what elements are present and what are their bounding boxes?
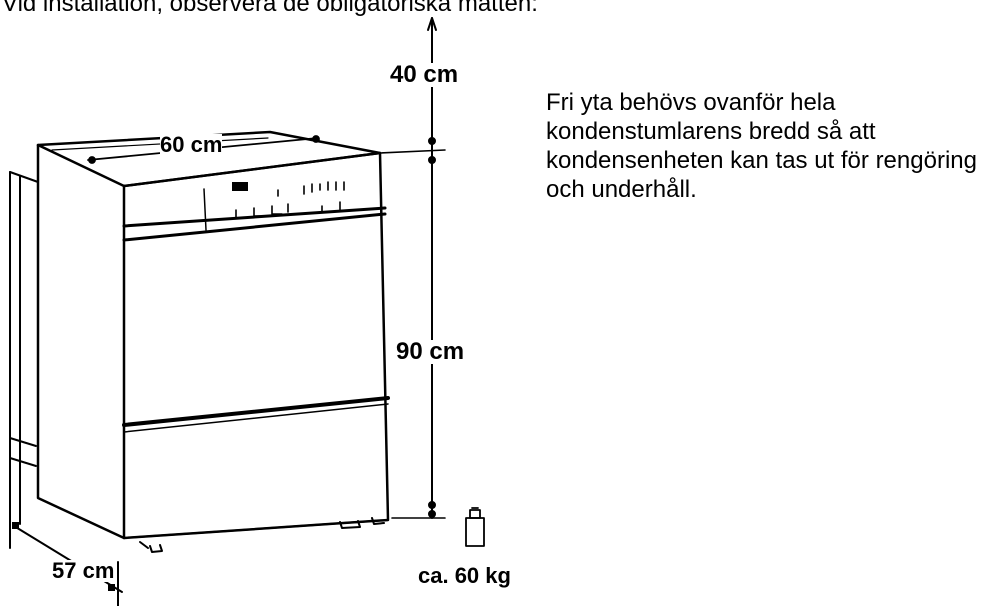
wall-outline (9, 171, 39, 533)
height-label: 90 cm (396, 338, 465, 365)
intro-text: Vid installation, observera de obligator… (2, 0, 538, 17)
width-label: 60 cm (160, 132, 223, 157)
depth-label: 57 cm (52, 558, 115, 583)
weight-label: ca. 60 kg (418, 563, 511, 588)
clearance-top-label: 40 cm (390, 61, 459, 88)
height-dimension-line (379, 17, 446, 519)
clearance-note: Fri yta behövs ovanför hela kondenstumla… (546, 89, 977, 203)
dryer-body (36, 130, 390, 553)
weight-icon (465, 507, 485, 547)
